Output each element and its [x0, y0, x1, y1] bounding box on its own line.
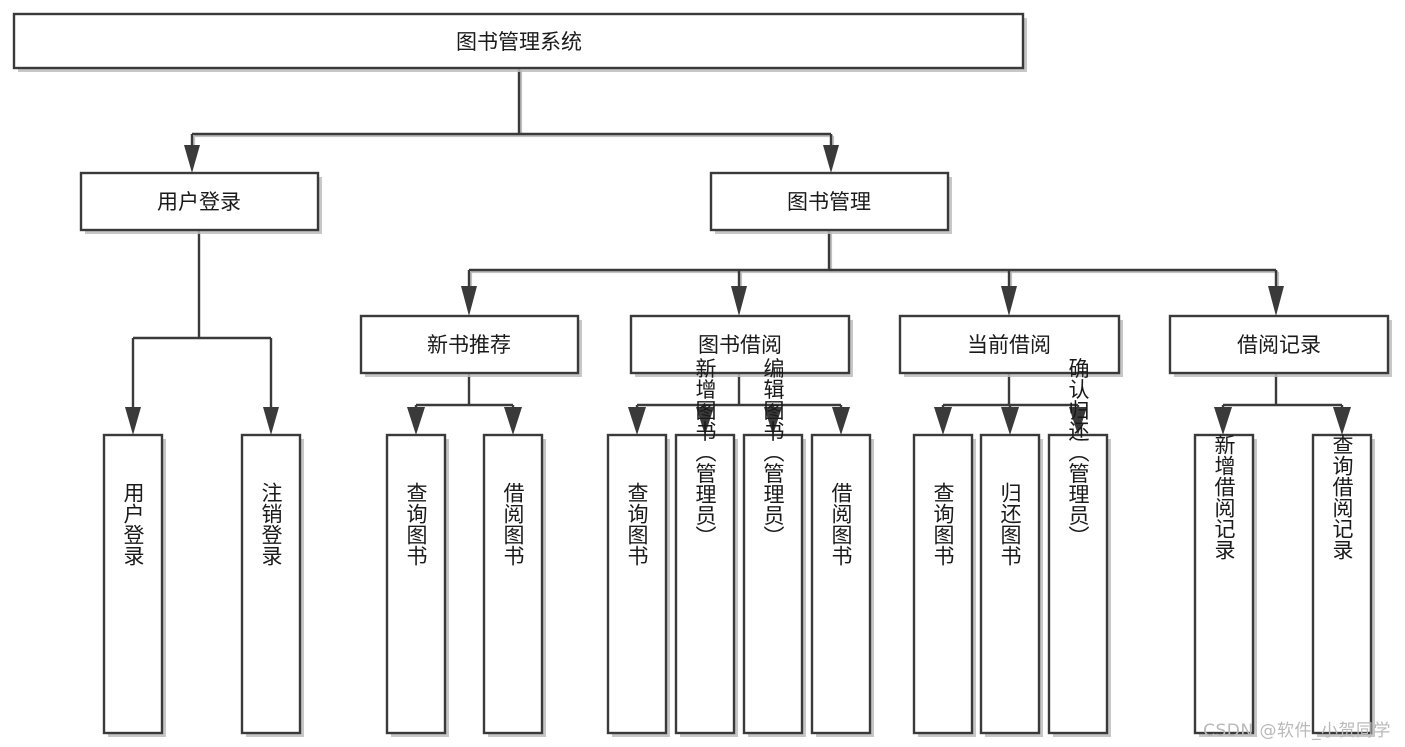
- arrow-to-leaf-return-book: [1001, 407, 1019, 435]
- book-manage-label: 图书管理: [787, 190, 871, 214]
- node-new-book-recommend[interactable]: 新书推荐: [359, 314, 582, 377]
- arrow-to-leaf-query-book-2: [628, 407, 646, 435]
- leaf-user-login-box: [102, 433, 164, 735]
- arrow-to-leaf-user-login: [125, 407, 141, 435]
- node-leaf-add-book[interactable]: 新增图书（管理员）: [674, 358, 738, 738]
- new-book-recommend-label: 新书推荐: [427, 333, 511, 357]
- leaf-query-book-1-label: 查询图书: [404, 482, 428, 566]
- node-leaf-query-book-2[interactable]: 查询图书: [606, 433, 670, 737]
- leaf-query-record-box: [1311, 433, 1373, 735]
- leaf-add-book-label: 新增图书（管理员）: [693, 358, 717, 547]
- arrow-to-user-login: [184, 145, 200, 173]
- root-box: [12, 12, 1025, 70]
- node-leaf-query-book-1[interactable]: 查询图书: [385, 433, 449, 737]
- node-root[interactable]: 图书管理系统: [12, 12, 1027, 72]
- node-leaf-borrow-book-2[interactable]: 借阅图书: [810, 433, 874, 737]
- arrow-to-new-book-recommend: [461, 286, 477, 316]
- arrow-to-leaf-add-book: [696, 407, 714, 435]
- borrow-record-box: [1168, 314, 1390, 375]
- arrow-to-current-borrow: [1001, 286, 1017, 316]
- connector-level3-shadow: [469, 232, 1280, 292]
- node-leaf-confirm-return[interactable]: 确认归还（管理员）: [1047, 358, 1111, 738]
- leaf-logout-login-label: 注销登录: [259, 482, 283, 566]
- user-login-box: [79, 171, 320, 232]
- root-label: 图书管理系统: [456, 30, 582, 54]
- node-leaf-edit-book[interactable]: 编辑图书（管理员）: [742, 358, 806, 738]
- arrow-to-leaf-confirm-return: [1069, 407, 1087, 435]
- node-book-manage[interactable]: 图书管理: [709, 171, 952, 234]
- node-leaf-add-record[interactable]: 新增借阅记录: [1193, 433, 1257, 737]
- leaf-add-record-label: 新增借阅记录: [1212, 434, 1236, 560]
- leaf-query-book-3-box: [912, 433, 974, 735]
- arrow-to-leaf-query-record: [1333, 407, 1351, 435]
- node-borrow-record[interactable]: 借阅记录: [1168, 314, 1392, 377]
- user-login-label: 用户登录: [157, 190, 241, 214]
- connector-new-book-recommend-to-leaves: [414, 373, 515, 414]
- node-leaf-query-record[interactable]: 查询借阅记录: [1311, 433, 1375, 737]
- leaf-edit-book-label: 编辑图书（管理员）: [761, 358, 785, 547]
- node-leaf-user-login[interactable]: 用户登录: [102, 433, 166, 737]
- leaf-add-book-box: [674, 433, 736, 735]
- arrow-to-leaf-query-book-3: [934, 407, 952, 435]
- current-borrow-box: [898, 314, 1121, 375]
- connector-root-to-level2: [190, 68, 833, 150]
- node-leaf-query-book-3[interactable]: 查询图书: [912, 433, 976, 737]
- arrow-to-book-manage: [823, 145, 839, 173]
- leaf-logout-login-box: [240, 433, 302, 735]
- leaf-confirm-return-label: 确认归还（管理员）: [1066, 358, 1090, 547]
- book-borrow-box: [629, 314, 851, 375]
- leaf-confirm-return-box: [1047, 433, 1109, 735]
- book-borrow-label: 图书借阅: [698, 333, 782, 357]
- leaf-borrow-book-1-label: 借阅图书: [501, 482, 525, 566]
- arrow-to-borrow-record: [1268, 286, 1284, 316]
- leaf-borrow-book-2-box: [810, 433, 872, 735]
- node-book-borrow[interactable]: 图书借阅: [629, 314, 853, 377]
- arrow-to-leaf-query-book-1: [407, 407, 425, 435]
- node-leaf-return-book[interactable]: 归还图书: [979, 433, 1043, 737]
- node-current-borrow[interactable]: 当前借阅: [898, 314, 1123, 377]
- leaf-query-book-2-label: 查询图书: [625, 482, 649, 566]
- connector-book-manage-to-level3: [467, 230, 1278, 290]
- connector-layer: [125, 68, 1351, 435]
- leaf-edit-book-box: [742, 433, 804, 735]
- node-user-login[interactable]: 用户登录: [79, 171, 322, 234]
- node-leaf-logout-login[interactable]: 注销登录: [240, 433, 304, 737]
- arrow-to-leaf-edit-book: [764, 407, 782, 435]
- leaf-borrow-book-2-label: 借阅图书: [829, 482, 853, 566]
- leaf-add-record-box: [1193, 433, 1255, 735]
- arrow-to-leaf-add-record: [1214, 407, 1232, 435]
- book-manage-box: [709, 171, 950, 232]
- current-borrow-label: 当前借阅: [967, 333, 1051, 357]
- leaf-query-book-2-box: [606, 433, 668, 735]
- arrow-to-leaf-borrow-book-1: [504, 407, 522, 435]
- connector-borrow-record-to-leaves: [1221, 373, 1344, 414]
- watermark: CSDN @软件_小贺同学: [1203, 721, 1391, 741]
- leaf-user-login-label: 用户登录: [121, 482, 145, 566]
- connector-root-shadow: [192, 70, 835, 152]
- leaf-query-book-1-box: [385, 433, 447, 735]
- connector-book-borrow-to-leaves: [635, 373, 843, 414]
- new-book-recommend-box: [359, 314, 580, 375]
- leaf-borrow-book-1-box: [482, 433, 544, 735]
- node-leaf-borrow-book-1[interactable]: 借阅图书: [482, 433, 546, 737]
- arrow-to-leaf-borrow-book-2: [832, 407, 850, 435]
- arrow-to-book-borrow: [731, 286, 747, 316]
- leaf-return-book-label: 归还图书: [998, 482, 1022, 566]
- connector-user-login-to-leaves: [131, 230, 273, 412]
- leaf-query-record-label: 查询借阅记录: [1330, 434, 1354, 560]
- leaf-return-book-box: [979, 433, 1041, 735]
- leaf-query-book-3-label: 查询图书: [931, 482, 955, 566]
- arrow-to-leaf-logout-login: [263, 407, 279, 435]
- borrow-record-label: 借阅记录: [1237, 333, 1321, 357]
